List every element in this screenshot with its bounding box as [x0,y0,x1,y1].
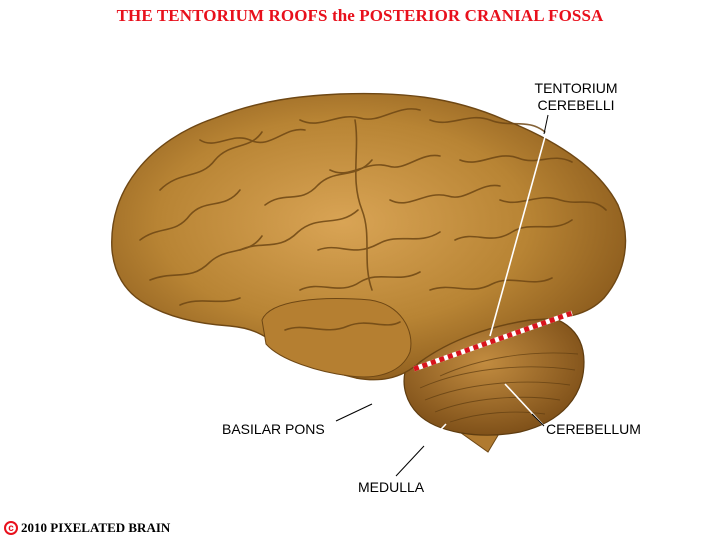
page-title: THE TENTORIUM ROOFS the POSTERIOR CRANIA… [116,6,604,25]
tentorium-label-line1: TENTORIUM [534,80,618,96]
tentorium-leader [489,125,549,337]
copyright-icon: c [4,521,18,535]
medulla-label: MEDULLA [358,479,425,495]
gyri-pattern [139,108,607,331]
temporal-lobe [261,298,412,378]
tentorium-line-red [413,310,573,372]
tentorium-label-line2: CEREBELLI [537,97,615,113]
copyright-text: 2010 PIXELATED BRAIN [21,520,171,535]
tentorium-cerebelli-label: TENTORIUM CEREBELLI [521,80,631,114]
basilar-leader [335,393,393,421]
cerebellum-folia [419,352,579,423]
basilar-pons-label: BASILAR PONS [222,421,325,437]
cerebellum-label: CEREBELLUM [546,421,641,437]
copyright-notice: c 2010 PIXELATED BRAIN [4,520,170,536]
